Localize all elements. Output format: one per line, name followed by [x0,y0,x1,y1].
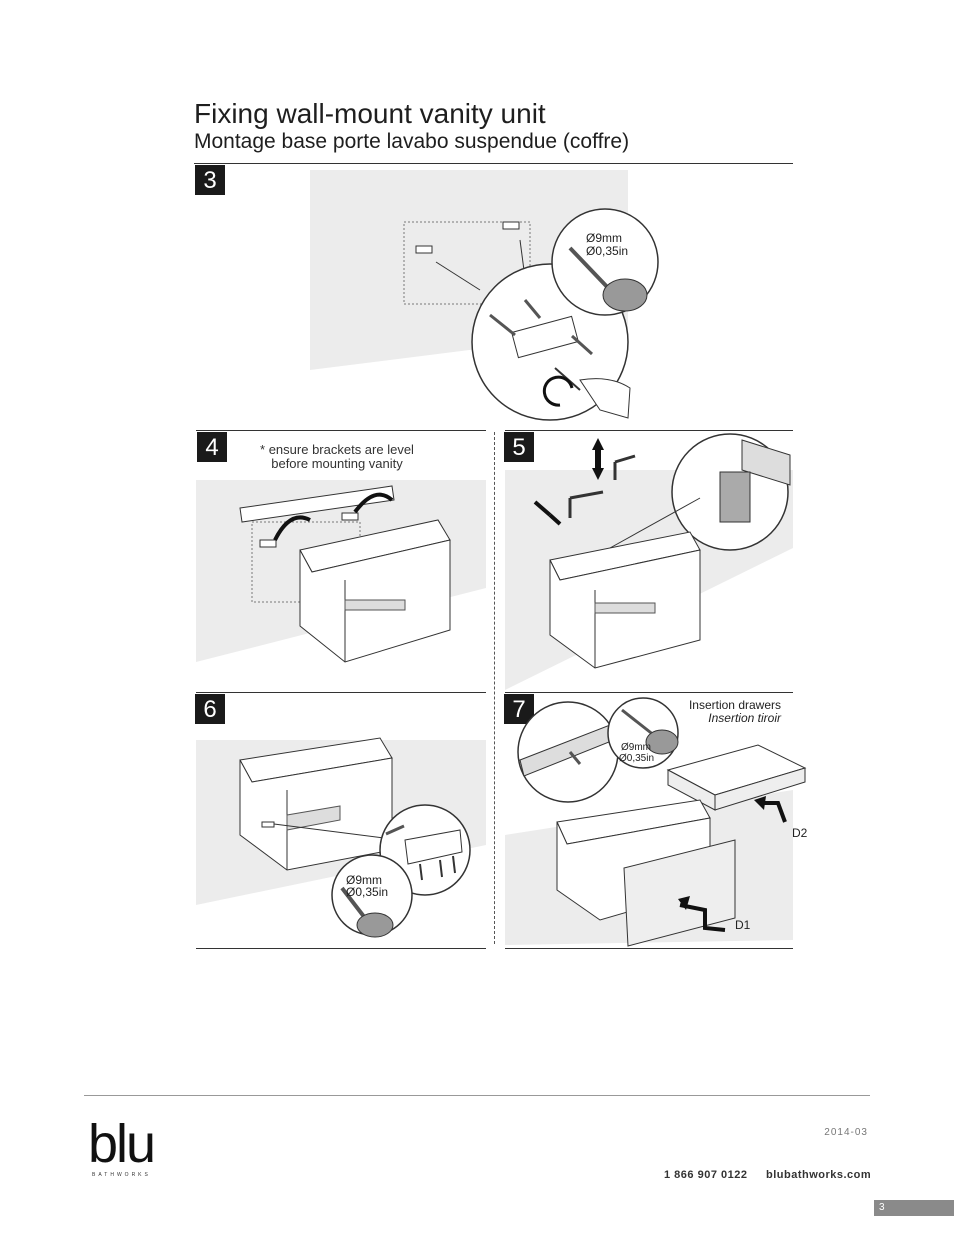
step-6-bottom-rule [196,948,486,949]
step-7-label-d1: D1 [735,918,751,932]
column-divider [494,432,495,944]
step-6-drill-size-mm: Ø9mm [346,873,382,887]
step-3-number: 3 [195,165,225,195]
step-7-drill-size-in: Ø0,35in [619,753,655,764]
page-subtitle: Montage base porte lavabo suspendue (cof… [194,130,630,153]
header-rule [194,163,793,164]
page-number: 3 [874,1200,954,1216]
step-5-number: 5 [504,432,534,462]
brand-logo: blu [88,1114,156,1174]
step-4-note-line2: before mounting vanity [271,456,403,471]
step-4-top-rule [196,430,486,431]
step-6-drill-size-in: Ø0,35in [346,885,389,899]
step-6-number: 6 [195,694,225,724]
page-title: Fixing wall-mount vanity unit [194,98,546,129]
step-7-label-d2: D2 [792,826,808,840]
step-7-insertion-fr: Insertion tiroir [708,711,781,725]
step-5-top-rule [505,430,793,431]
step-7-insertion-en: Insertion drawers [688,698,781,712]
step-7-drill-size-mm: Ø9mm [621,742,651,753]
website-link[interactable]: blubathworks.com [766,1169,872,1181]
step-3-drill-size-in: Ø0,35in [586,244,629,258]
step-7-number: 7 [504,694,534,724]
step-6-top-rule [196,692,486,693]
step-7-top-rule [505,692,793,693]
step-3-drill-size-mm: Ø9mm [586,231,622,245]
step-7-bottom-rule [505,948,793,949]
brand-logo-sub: BATHWORKS [92,1172,151,1178]
document-date: 2014-03 [824,1127,868,1138]
step-4-note-line1: * ensure brackets are level [260,442,414,457]
footer-rule [84,1095,870,1096]
phone-number: 1 866 907 0122 [664,1169,748,1181]
step-4-number: 4 [197,432,227,462]
